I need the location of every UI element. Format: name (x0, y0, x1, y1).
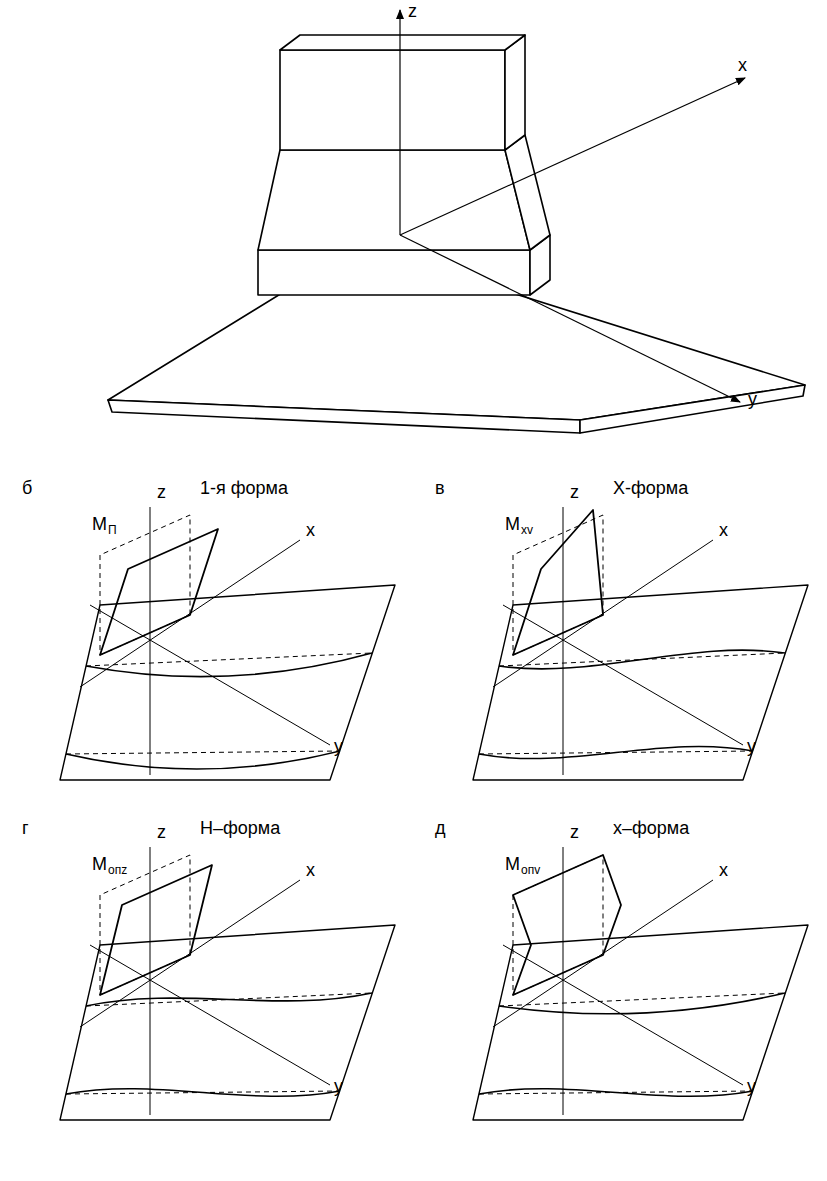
slab-deflection-curve (479, 746, 753, 758)
panel-letter: г (22, 819, 29, 839)
slab-deflection-curve (499, 650, 785, 669)
mode-panel (473, 847, 808, 1120)
axis-label: z (408, 2, 417, 22)
axis-label: z (570, 483, 579, 503)
slab-outline (473, 925, 808, 1120)
slab-outline (60, 585, 395, 780)
axis-label: z (157, 823, 166, 843)
slab-deflection-curve (479, 1089, 753, 1097)
moment-subscript: опv (521, 864, 540, 877)
wall-undeformed (100, 515, 190, 655)
axis-label: x (719, 861, 728, 881)
axis-line (503, 605, 743, 745)
tower-body (258, 35, 550, 295)
slab-reference-line (86, 993, 372, 1006)
axis-label: x (306, 521, 315, 541)
moment-subscript: xv (521, 524, 533, 537)
panel-letter: б (22, 479, 32, 499)
axis-label: y (334, 1077, 343, 1097)
axis-label: x (738, 56, 747, 76)
mode-title: х–форма (613, 819, 689, 839)
mode-panel (60, 847, 395, 1120)
moment-subscript: П (108, 524, 117, 537)
mode-title: Н–форма (200, 819, 280, 839)
moment-label: M (505, 515, 520, 535)
slab-deflection-curve (66, 751, 340, 769)
axis-label: x (306, 861, 315, 881)
wall-mode-shape (100, 529, 218, 655)
axis-line (90, 605, 330, 745)
wall-undeformed (100, 855, 190, 995)
slab-deflection-curve (86, 653, 372, 677)
panel-letter: д (435, 819, 446, 839)
axes (400, 10, 745, 402)
moment-subscript: опz (108, 864, 127, 877)
wall-mode-shape (513, 510, 603, 655)
axis-label: y (747, 737, 756, 757)
axis-label: x (719, 521, 728, 541)
foundation-slab (108, 245, 805, 433)
panel-letter: в (435, 479, 445, 499)
mode-title: 1-я форма (200, 479, 288, 499)
axis-label: z (157, 483, 166, 503)
slab-deflection-curve (499, 993, 785, 1014)
axis-line (90, 945, 330, 1085)
wall-undeformed (513, 855, 603, 995)
axis-line (503, 945, 743, 1085)
mode-shapes (60, 507, 808, 1120)
slab-reference-line (499, 993, 785, 1006)
mode-title: Х-форма (613, 479, 688, 499)
wall-undeformed (513, 515, 603, 655)
wall-mode-shape (513, 855, 621, 995)
moment-label: M (92, 515, 107, 535)
slab-outline (473, 585, 808, 780)
slab-reference-line (66, 751, 340, 754)
moment-label: M (505, 855, 520, 875)
slab-deflection-curve (86, 993, 372, 1006)
axis-label: y (334, 737, 343, 757)
slab-deflection-curve (66, 1089, 340, 1097)
moment-label: M (92, 855, 107, 875)
mode-panel (473, 507, 808, 780)
axis-label: y (747, 1077, 756, 1097)
axis-label: z (570, 823, 579, 843)
axis-label: y (748, 390, 757, 410)
wall-mode-shape (100, 865, 212, 995)
mode-panel (60, 507, 395, 780)
